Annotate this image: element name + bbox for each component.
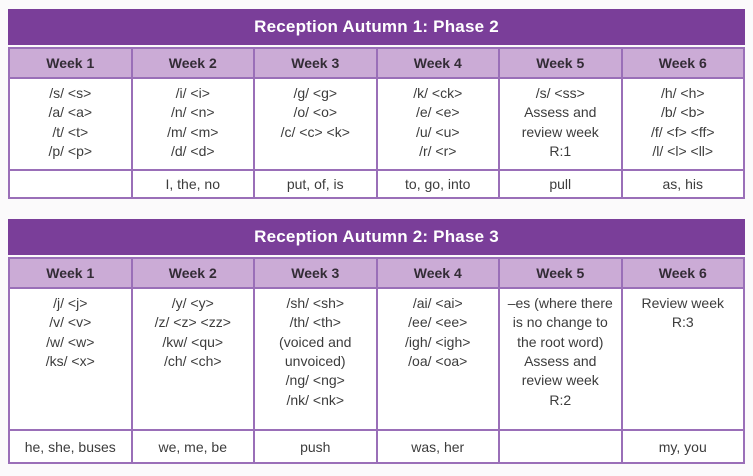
phonics-cell: /g/ <g> /o/ <o> /c/ <c> <k> xyxy=(253,77,378,171)
week-header-cell: Week 3 xyxy=(253,257,378,289)
phase3-phonics-row: /j/ <j> /v/ <v> /w/ <w> /ks/ <x> /y/ <y>… xyxy=(8,287,745,431)
phase2-title-bar: Reception Autumn 1: Phase 2 xyxy=(8,9,745,45)
tricky-words-cell: pull xyxy=(498,169,623,199)
phonics-cell: /h/ <h> /b/ <b> /f/ <f> <ff> /l/ <l> <ll… xyxy=(620,77,745,171)
tricky-words-cell: my, you xyxy=(620,429,745,464)
week-header-cell: Week 2 xyxy=(130,257,255,289)
tricky-words-cell: as, his xyxy=(620,169,745,199)
phonics-cell: /j/ <j> /v/ <v> /w/ <w> /ks/ <x> xyxy=(8,287,133,431)
week-header-cell: Week 5 xyxy=(498,257,623,289)
week-header-cell: Week 6 xyxy=(620,47,745,79)
tricky-words-cell: push xyxy=(253,429,378,464)
tricky-words-cell: he, she, buses xyxy=(8,429,133,464)
phase2-week-header-row: Week 1 Week 2 Week 3 Week 4 Week 5 Week … xyxy=(8,47,745,79)
phase2-table: Reception Autumn 1: Phase 2 Week 1 Week … xyxy=(8,9,745,199)
week-header-cell: Week 4 xyxy=(375,257,500,289)
tricky-words-cell: was, her xyxy=(375,429,500,464)
week-header-cell: Week 1 xyxy=(8,47,133,79)
phonics-cell: /s/ <ss> Assess and review week R:1 xyxy=(498,77,623,171)
phonics-cell: /sh/ <sh> /th/ <th> (voiced and unvoiced… xyxy=(253,287,378,431)
phase2-phonics-row: /s/ <s> /a/ <a> /t/ <t> /p/ <p> /i/ <i> … xyxy=(8,77,745,171)
phase2-tricky-words-row: I, the, no put, of, is to, go, into pull… xyxy=(8,169,745,199)
phonics-cell: /s/ <s> /a/ <a> /t/ <t> /p/ <p> xyxy=(8,77,133,171)
phase3-title: Reception Autumn 2: Phase 3 xyxy=(254,227,499,246)
week-header-cell: Week 1 xyxy=(8,257,133,289)
phonics-cell: /ai/ <ai> /ee/ <ee> /igh/ <igh> /oa/ <oa… xyxy=(375,287,500,431)
phase3-tricky-words-row: he, she, buses we, me, be push was, her … xyxy=(8,429,745,464)
phase3-title-bar: Reception Autumn 2: Phase 3 xyxy=(8,219,745,255)
tricky-words-cell: we, me, be xyxy=(130,429,255,464)
week-header-cell: Week 3 xyxy=(253,47,378,79)
tricky-words-cell xyxy=(8,169,133,199)
phonics-cell: Review week R:3 xyxy=(620,287,745,431)
week-header-cell: Week 4 xyxy=(375,47,500,79)
phase2-title: Reception Autumn 1: Phase 2 xyxy=(254,17,499,36)
tricky-words-cell: put, of, is xyxy=(253,169,378,199)
week-header-cell: Week 5 xyxy=(498,47,623,79)
phonics-cell: –es (where there is no change to the roo… xyxy=(498,287,623,431)
tricky-words-cell: I, the, no xyxy=(130,169,255,199)
tricky-words-cell xyxy=(498,429,623,464)
phase3-table: Reception Autumn 2: Phase 3 Week 1 Week … xyxy=(8,219,745,464)
phonics-cell: /k/ <ck> /e/ <e> /u/ <u> /r/ <r> xyxy=(375,77,500,171)
week-header-cell: Week 2 xyxy=(130,47,255,79)
phonics-cell: /y/ <y> /z/ <z> <zz> /kw/ <qu> /ch/ <ch> xyxy=(130,287,255,431)
phase3-grid: Week 1 Week 2 Week 3 Week 4 Week 5 Week … xyxy=(8,257,745,464)
phonics-cell: /i/ <i> /n/ <n> /m/ <m> /d/ <d> xyxy=(130,77,255,171)
phase3-week-header-row: Week 1 Week 2 Week 3 Week 4 Week 5 Week … xyxy=(8,257,745,289)
tricky-words-cell: to, go, into xyxy=(375,169,500,199)
phase2-grid: Week 1 Week 2 Week 3 Week 4 Week 5 Week … xyxy=(8,47,745,199)
week-header-cell: Week 6 xyxy=(620,257,745,289)
